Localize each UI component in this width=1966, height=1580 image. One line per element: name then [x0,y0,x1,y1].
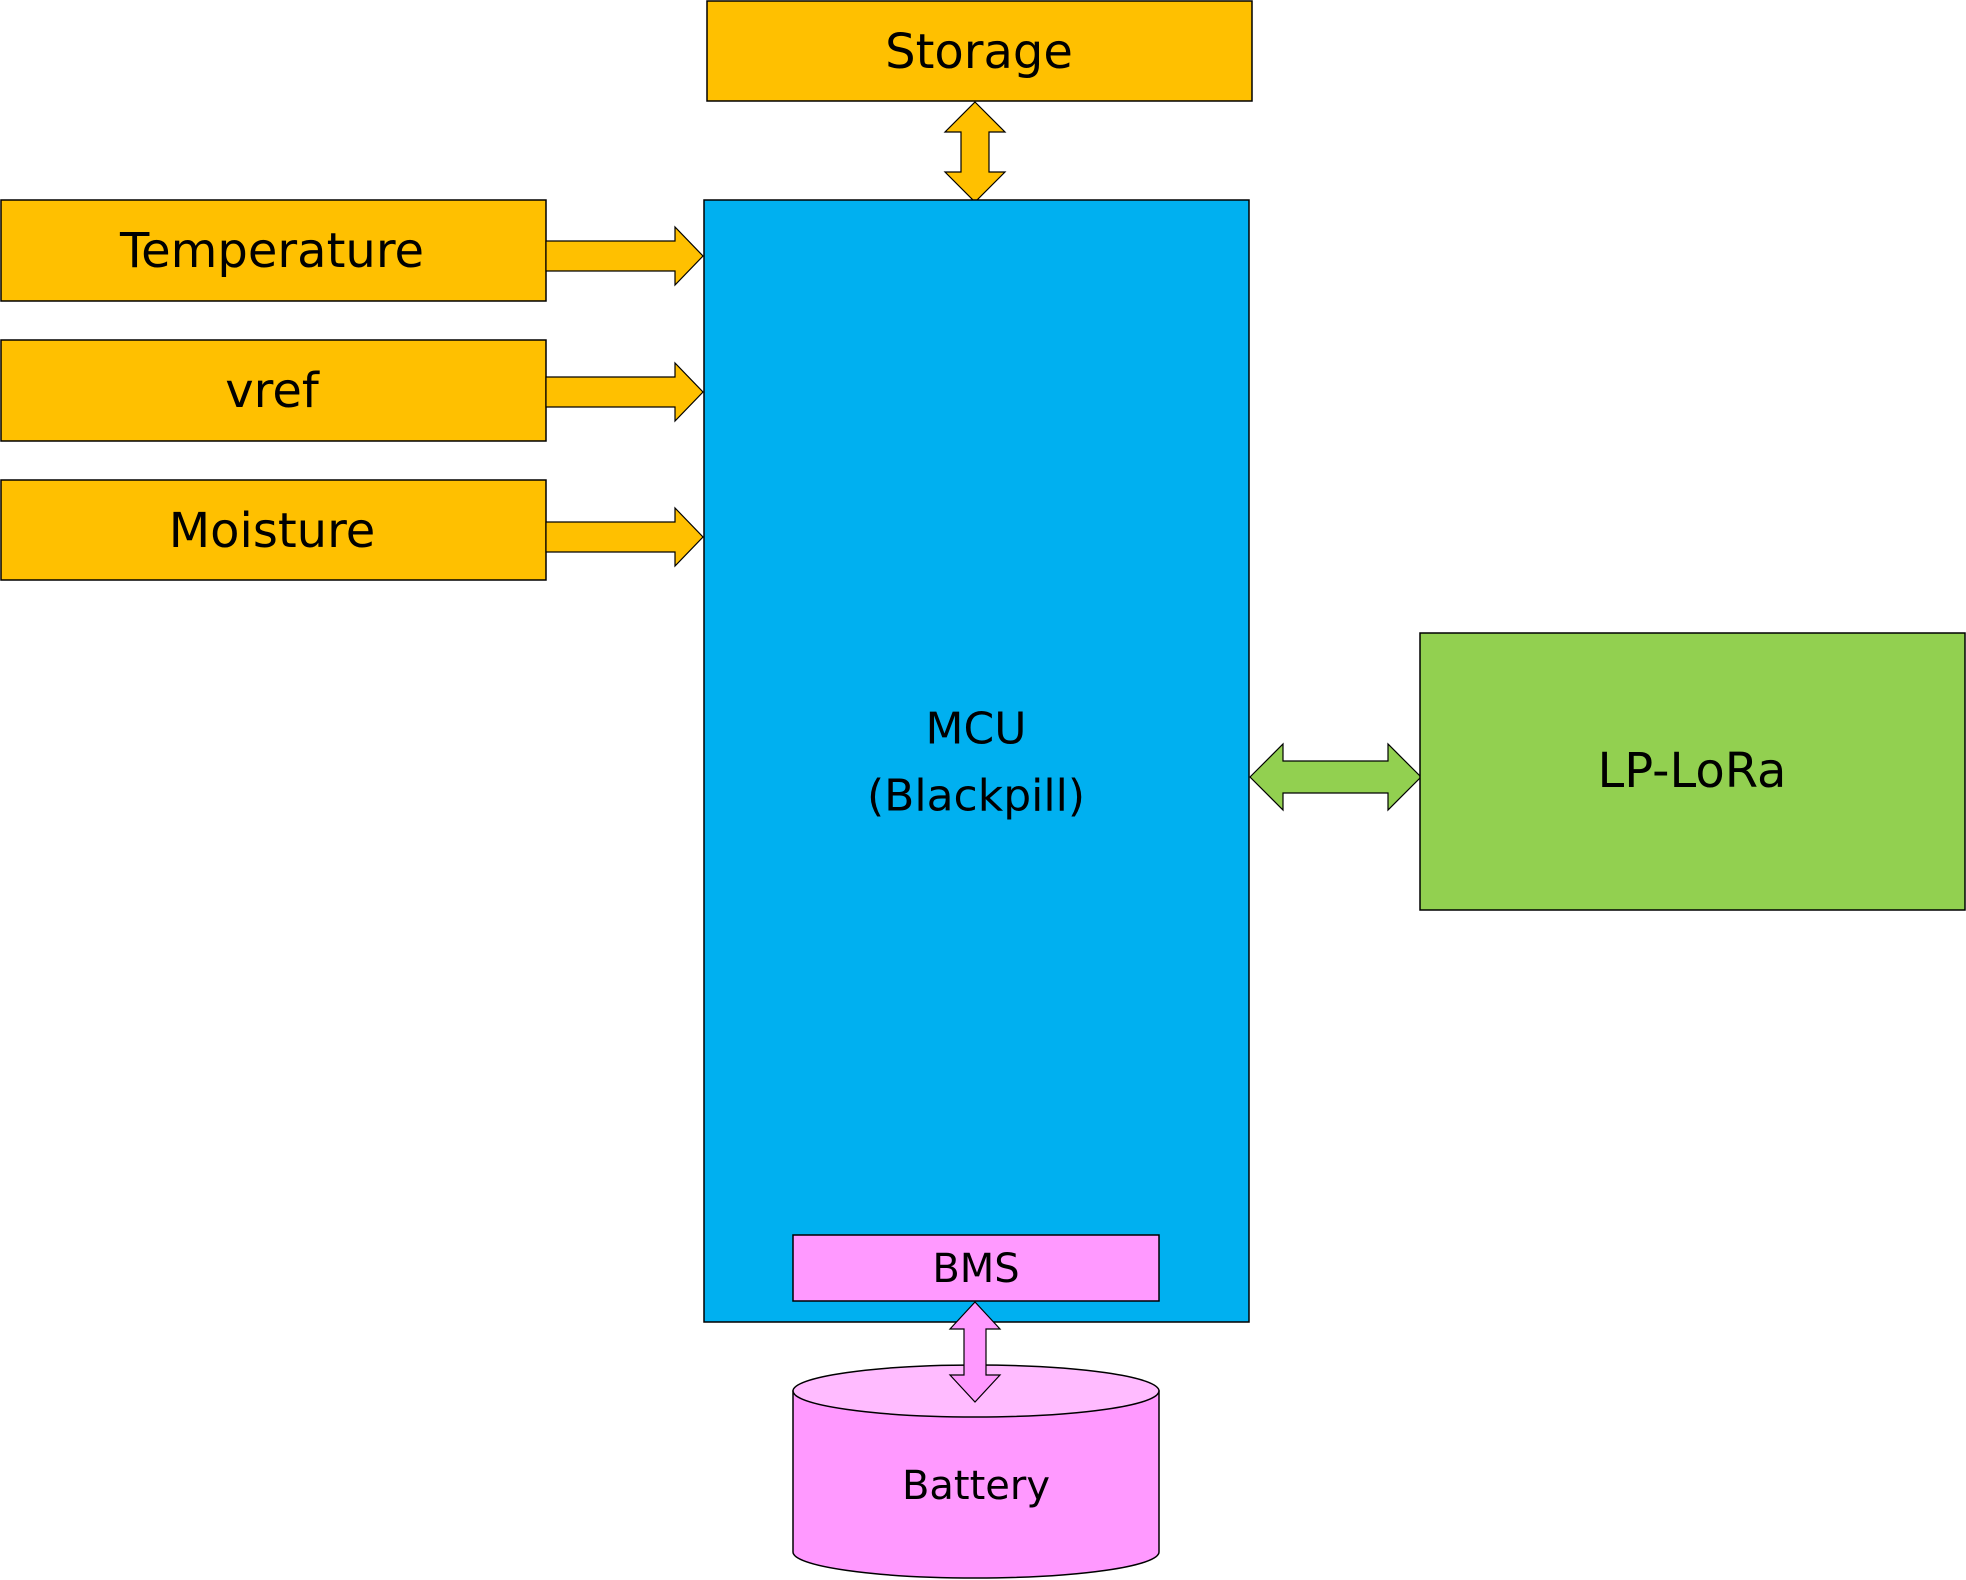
moisture-to-mcu-arrow [545,506,704,568]
mcu-lora-double-arrow [1249,742,1422,812]
moisture-label: Moisture [169,503,376,559]
bms-block [792,1234,1160,1302]
battery-body [792,1390,1160,1579]
storage-block [706,0,1253,102]
mcu-label: MCU [926,704,1027,755]
temperature-to-mcu-arrow [545,225,704,287]
moisture-block [0,479,547,581]
vref-to-mcu-arrow [545,361,704,423]
bms-label: BMS [932,1246,1019,1292]
vref-label: vref [225,363,320,419]
storage-mcu-double-arrow [943,101,1007,203]
temperature-label: Temperature [119,223,424,279]
vref-block [0,339,547,442]
battery-label: Battery [902,1463,1050,1509]
temperature-block [0,199,547,302]
mcu-sublabel: (Blackpill) [867,771,1085,822]
bms-battery-double-arrow [948,1301,1002,1403]
lora-block [1419,632,1966,911]
lora-label: LP-LoRa [1598,743,1787,799]
storage-label: Storage [885,24,1073,80]
mcu-block [703,199,1250,1323]
